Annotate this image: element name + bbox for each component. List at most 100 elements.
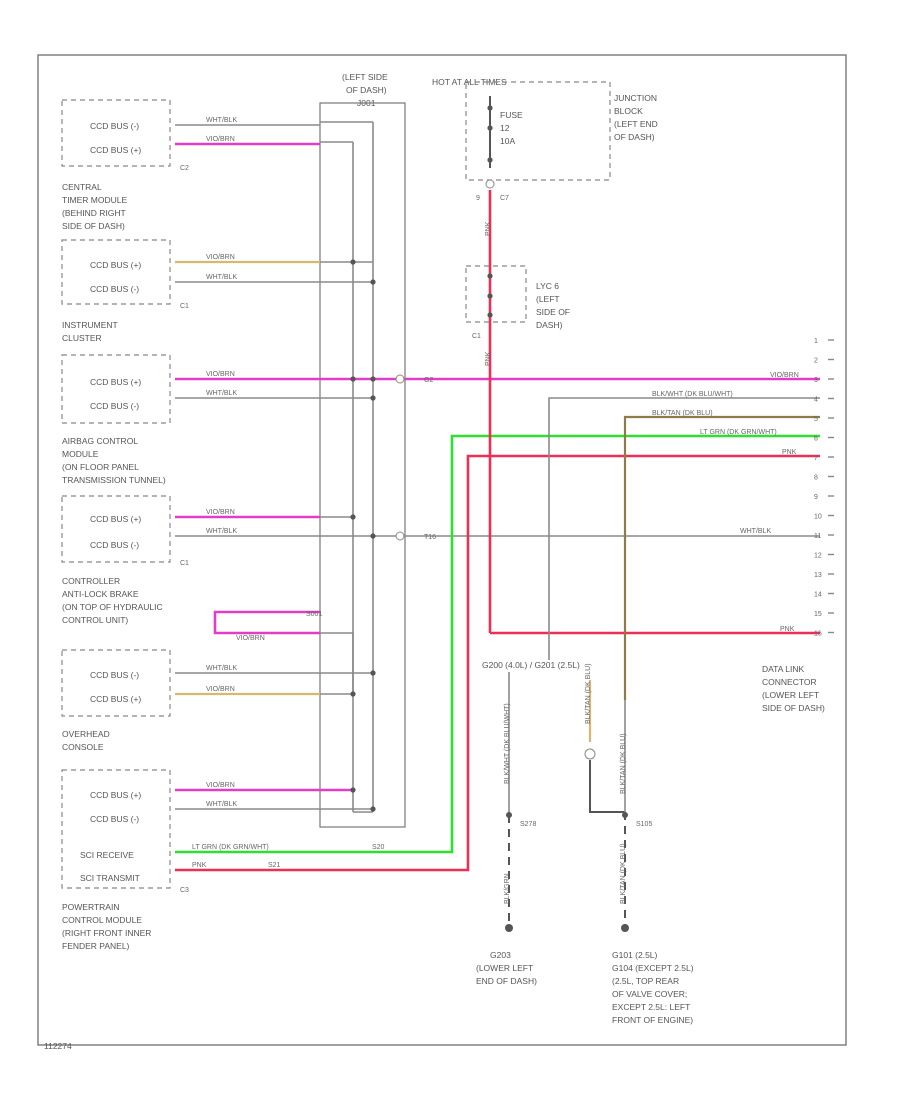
pcm-module: CCD BUS (+) CCD BUS (-) SCI RECEIVE SCI … [61, 434, 820, 951]
dlc-pin-7: 7 [814, 455, 818, 462]
pcm-pin-1: CCD BUS (+) [90, 790, 141, 800]
cluster-wire-label-1: VIO/BRN [206, 254, 235, 261]
lyc-connector-label: C1 [472, 333, 481, 340]
ctm-wire-label-1: WHT/BLK [206, 117, 237, 124]
cluster-wire-label-2: WHT/BLK [206, 274, 237, 281]
ctm-name-2: TIMER MODULE [62, 195, 128, 205]
ctm-connector: C2 [180, 165, 189, 172]
g203-wire-label-2: BLK/GRN [504, 873, 511, 904]
airbag-wire-label-1: VIO/BRN [206, 371, 235, 378]
ctm-pin-1: CCD BUS (-) [90, 121, 139, 131]
lyc-name-1: LYC 6 [536, 281, 559, 291]
overhead-module: CCD BUS (-) CCD BUS (+) OVERHEAD CONSOLE… [61, 649, 376, 752]
ground-bar-label: G200 (4.0L) / G201 (2.5L) [482, 660, 580, 670]
pcm-wire-label-1: VIO/BRN [206, 782, 235, 789]
overhead-pin-2: CCD BUS (+) [90, 694, 141, 704]
dlc-wire-label-pin7: PNK [782, 449, 797, 456]
dlc-wire-label-pin3: VIO/BRN [770, 372, 799, 379]
dlc-pin-2: 2 [814, 358, 818, 365]
g101-name-5: EXCEPT 2.5L: LEFT [612, 1002, 690, 1012]
airbag-name-4: TRANSMISSION TUNNEL) [62, 475, 166, 485]
harness-title-line-1: (LEFT SIDE [342, 72, 388, 82]
overhead-name-1: OVERHEAD [62, 729, 110, 739]
dlc-pin-6: 6 [814, 436, 818, 443]
abs-name-3: (ON TOP OF HYDRAULIC [62, 602, 163, 612]
junction-block-name-2: BLOCK [614, 106, 643, 116]
airbag-pin-1: CCD BUS (+) [90, 377, 141, 387]
lyc-name-3: SIDE OF [536, 307, 570, 317]
power-wire-label-2: PNK [485, 351, 492, 366]
dlc-name-1: DATA LINK [762, 664, 805, 674]
cluster-module: CCD BUS (+) CCD BUS (-) C1 INSTRUMENT CL… [61, 239, 376, 343]
pcm-sci-tx-pin: S21 [268, 862, 281, 869]
pcm-wire-label-2: WHT/BLK [206, 801, 237, 808]
abs-name-4: CONTROL UNIT) [62, 615, 128, 625]
overhead-splice-label: S001 [306, 611, 322, 618]
g203-wire-label: BLK/WHT (DK BLU/WHT) [504, 703, 511, 784]
pcm-connector: C3 [180, 887, 189, 894]
airbag-name-3: (ON FLOOR PANEL [62, 462, 139, 472]
harness-title-line-2: OF DASH) [346, 85, 387, 95]
dlc-wire-label-pin16: PNK [780, 626, 795, 633]
g203-name-3: END OF DASH) [476, 976, 537, 986]
airbag-wire-label-2: WHT/BLK [206, 390, 237, 397]
s105-wire-label: BLK/TAN (DK BLU) [585, 663, 592, 724]
pcm-name-3: (RIGHT FRONT INNER [62, 928, 151, 938]
pcm-name-2: CONTROL MODULE [62, 915, 142, 925]
dlc-name-4: SIDE OF DASH) [762, 703, 825, 713]
ctm-name-1: CENTRAL [62, 182, 102, 192]
g203-name-2: (LOWER LEFT [476, 963, 533, 973]
dlc-wire-label-pin4: BLK/WHT (DK BLU/WHT) [652, 391, 733, 398]
figure-id: 112274 [44, 1041, 72, 1051]
abs-name-2: ANTI-LOCK BRAKE [62, 589, 139, 599]
lyc-name-2: (LEFT [536, 294, 560, 304]
dlc-pin-8: 8 [814, 475, 818, 482]
overhead-pin-1: CCD BUS (-) [90, 670, 139, 680]
dlc-pin-5: 5 [814, 416, 818, 423]
dlc-pin-16: 16 [814, 631, 822, 638]
jb-pin-label: 9 [476, 195, 480, 202]
dlc-pin-1: 1 [814, 338, 818, 345]
power-wire-label-1: PNK [485, 221, 492, 236]
ctm-name-3: (BEHIND RIGHT [62, 208, 126, 218]
g101-name-4: OF VALVE COVER; [612, 989, 687, 999]
power-feed: HOT AT ALL TIMES FUSE 12 10A JUNCTION BL… [432, 77, 820, 635]
airbag-name-1: AIRBAG CONTROL [62, 436, 138, 446]
ctm-wire-label-2: VIO/BRN [206, 136, 235, 143]
g101-name-2: G104 (EXCEPT 2.5L) [612, 963, 694, 973]
abs-wire-label-2: WHT/BLK [206, 528, 237, 535]
abs-name-1: CONTROLLER [62, 576, 120, 586]
fuse-rating: 10A [500, 136, 515, 146]
pcm-sci-tx-label: PNK [192, 862, 207, 869]
cluster-name-2: CLUSTER [62, 333, 102, 343]
g101-name-3: (2.5L, TOP REAR [612, 976, 679, 986]
pcm-pin-4: SCI TRANSMIT [80, 873, 140, 883]
abs-pin-1: CCD BUS (+) [90, 514, 141, 524]
cluster-pin-2: CCD BUS (-) [90, 284, 139, 294]
dlc-wire-label-pin6: LT GRN (DK GRN/WHT) [700, 429, 777, 436]
jb-connector-label: C7 [500, 195, 509, 202]
airbag-module: CCD BUS (+) CCD BUS (-) AIRBAG CONTROL M… [61, 354, 820, 485]
splice-t16-label: T16 [424, 534, 436, 541]
dlc-pin-11: 11 [814, 533, 821, 540]
airbag-name-2: MODULE [62, 449, 99, 459]
junction-block-name-4: OF DASH) [614, 132, 655, 142]
dlc-pin-4: 4 [814, 397, 818, 404]
g203-name-1: G203 [490, 950, 511, 960]
g101-name-1: G101 (2.5L) [612, 950, 658, 960]
cluster-pin-1: CCD BUS (+) [90, 260, 141, 270]
abs-module: CCD BUS (+) CCD BUS (-) C1 CONTROLLER AN… [61, 495, 820, 625]
pcm-pin-2: CCD BUS (-) [90, 814, 139, 824]
pcm-name-4: FENDER PANEL) [62, 941, 130, 951]
abs-connector: C1 [180, 560, 189, 567]
dlc-pin-14: 14 [814, 592, 822, 599]
ctm-pin-2: CCD BUS (+) [90, 145, 141, 155]
dlc-wire-label-pin11: WHT/BLK [740, 528, 771, 535]
abs-pin-2: CCD BUS (-) [90, 540, 139, 550]
overhead-wire-label-1: WHT/BLK [206, 665, 237, 672]
harness-outer [319, 102, 406, 828]
s105-label: S105 [636, 821, 652, 828]
junction-block-name-1: JUNCTION [614, 93, 657, 103]
fuse-label: FUSE [500, 110, 523, 120]
pcm-sci-rx-pin: S20 [372, 844, 385, 851]
